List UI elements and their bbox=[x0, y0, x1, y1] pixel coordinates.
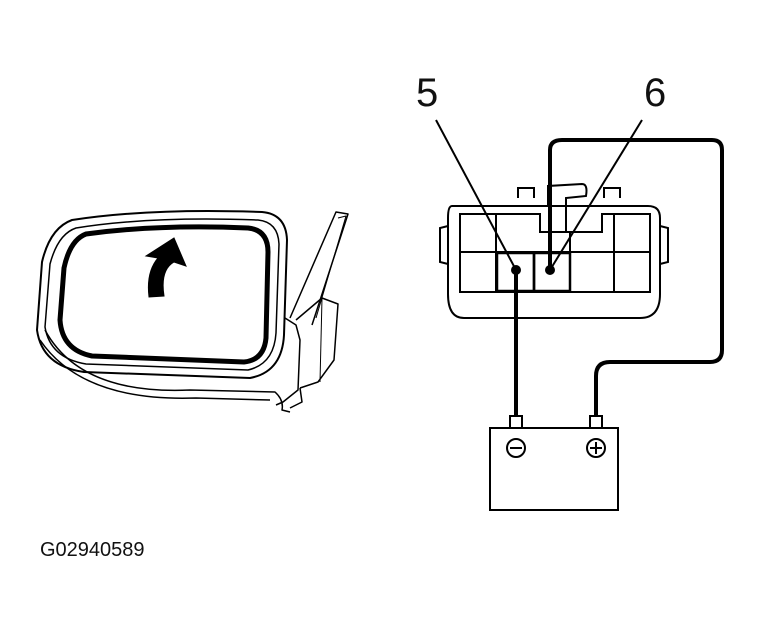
curved-arrow-icon bbox=[144, 237, 187, 298]
positive-wire bbox=[548, 138, 724, 420]
battery-positive-terminal-icon bbox=[586, 438, 606, 458]
side-mirror-icon bbox=[36, 210, 349, 413]
connector-housing bbox=[439, 182, 669, 319]
figure-code: G02940589 bbox=[40, 539, 145, 561]
terminal-5-leader bbox=[435, 119, 517, 271]
battery bbox=[489, 415, 619, 511]
battery-negative-terminal-icon bbox=[506, 438, 526, 458]
terminal-6-leader bbox=[549, 119, 643, 271]
terminal-6-label: 6 bbox=[644, 71, 666, 115]
terminal-5-label: 5 bbox=[416, 71, 438, 115]
